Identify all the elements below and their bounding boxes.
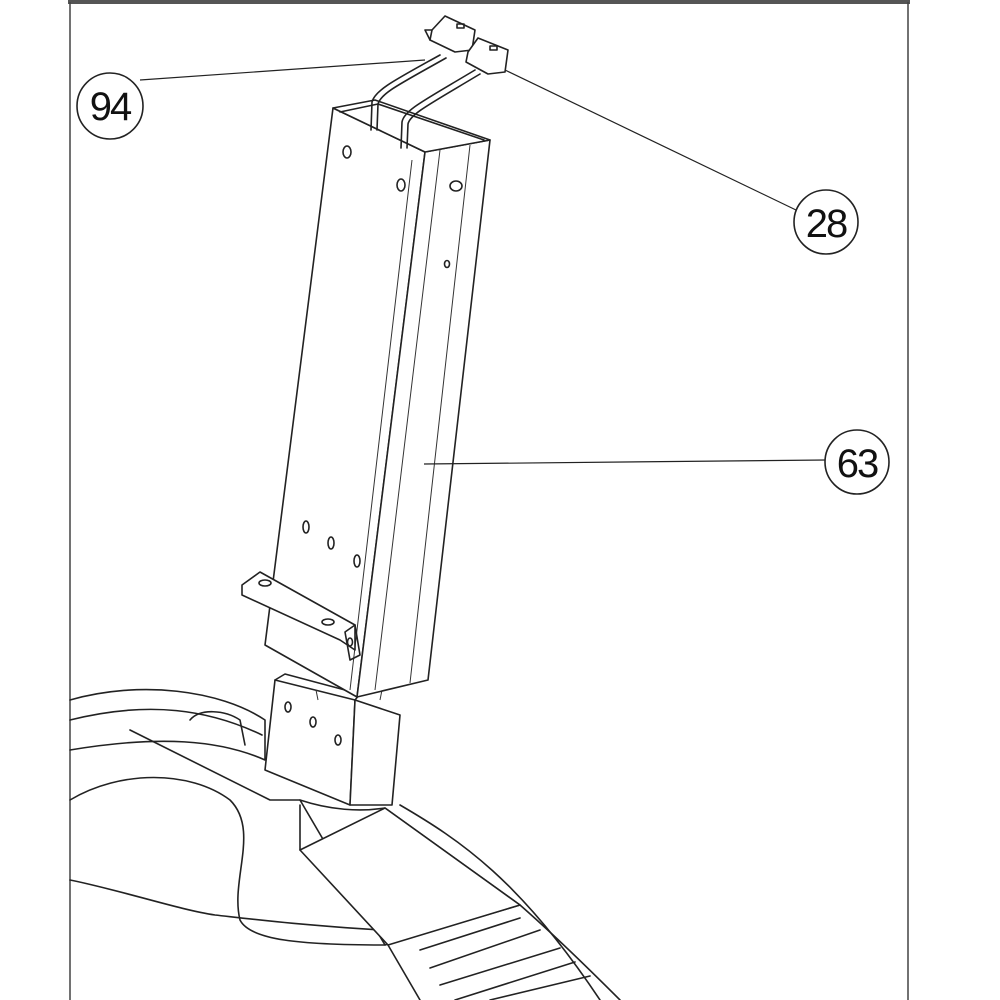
machine-base <box>69 688 621 1000</box>
leader-line-94 <box>139 59 426 81</box>
connector-94 <box>424 15 476 53</box>
leader-line-63 <box>423 459 827 465</box>
callout-28[interactable]: 28 <box>793 189 859 255</box>
upright-column <box>241 99 491 698</box>
callout-label: 94 <box>90 85 132 129</box>
callout-94[interactable]: 94 <box>76 72 144 140</box>
callout-label: 63 <box>837 442 878 486</box>
leader-line-28 <box>504 69 797 211</box>
diagram-frame <box>68 0 910 1000</box>
wire-harness <box>370 54 481 149</box>
connector-28 <box>465 37 509 75</box>
callout-label: 28 <box>806 202 847 246</box>
callout-63[interactable]: 63 <box>824 429 890 495</box>
lower-column-stub <box>264 673 401 806</box>
